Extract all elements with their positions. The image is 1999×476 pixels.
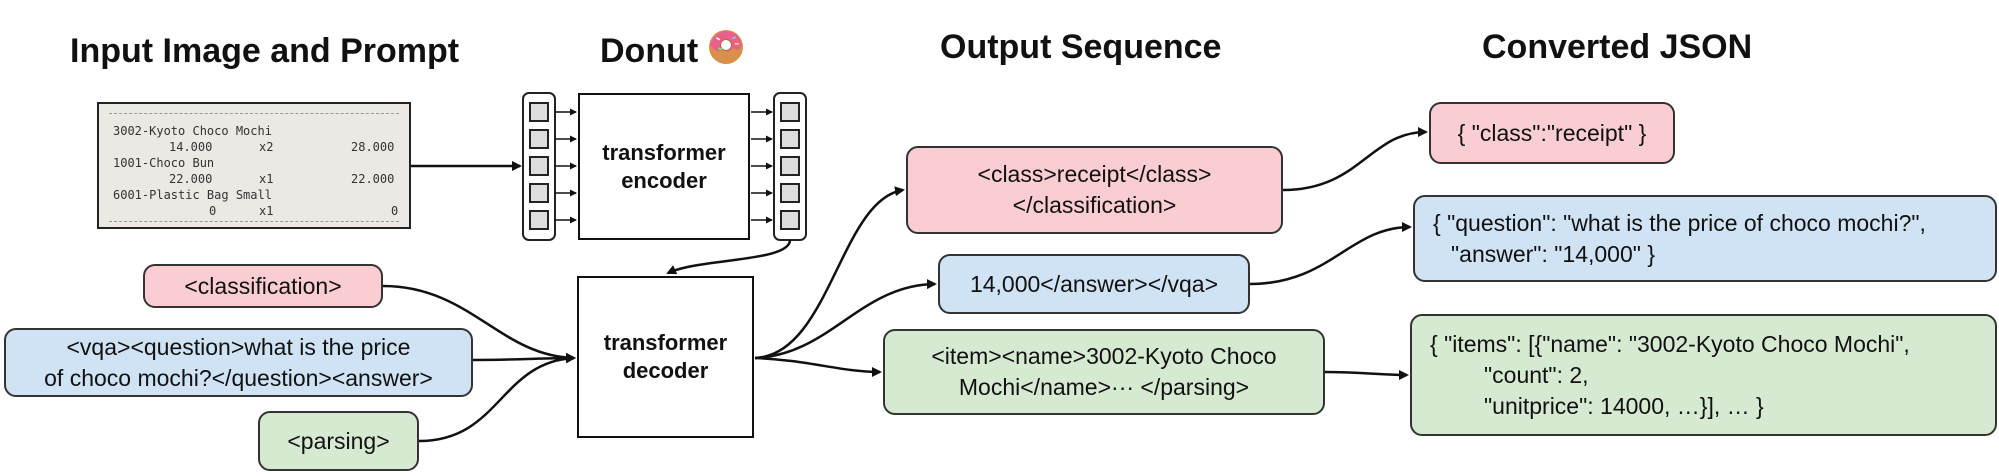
prompt-vqa-line1: <vqa><question>what is the price (66, 333, 411, 360)
decoder-label-line2: decoder (622, 358, 709, 383)
json-heading: Converted JSON (1482, 28, 1753, 66)
encoder-input-tokens (522, 92, 556, 241)
encoder-output-tokens (773, 92, 807, 241)
output-classification: <class>receipt</class> </classification> (906, 146, 1283, 234)
json-parse-line3: "unitprice": 14000, …}], … } (1484, 392, 1764, 419)
receipt-line: x1 (259, 204, 274, 218)
json-parse-line2: "count": 2, (1484, 361, 1589, 388)
receipt-line: 6001-Plastic Bag Small (113, 188, 272, 202)
input-heading: Input Image and Prompt (70, 32, 460, 70)
receipt-line: 14.000 (169, 140, 213, 154)
transformer-decoder: transformer decoder (577, 276, 754, 438)
output-parse-line1: <item><name>3002-Kyoto Choco (931, 343, 1277, 369)
receipt-line: x1 (259, 172, 274, 186)
prompt-parsing-text: <parsing> (287, 427, 390, 454)
prompt-classification-text: <classification> (184, 272, 342, 299)
json-vqa-line1: { "question": "what is the price of choc… (1433, 209, 1926, 236)
receipt-image: 3002-Kyoto Choco Mochi 14.000 x2 28.000 … (97, 102, 411, 229)
output-class-line1: <class>receipt</class> (977, 161, 1212, 187)
json-parse-line1: { "items": [{"name": "3002-Kyoto Choco M… (1430, 330, 1910, 357)
json-vqa: { "question": "what is the price of choc… (1413, 195, 1997, 282)
receipt-line: 0 (391, 204, 399, 218)
donut-heading: Donut (600, 26, 746, 71)
receipt-line: 22.000 (169, 172, 213, 186)
encoder-label-line2: encoder (621, 167, 707, 193)
output-class-line2: </classification> (1012, 192, 1177, 218)
json-vqa-line2: "answer": "14,000" } (1451, 240, 1656, 267)
json-class-text: { "class":"receipt" } (1457, 119, 1647, 146)
receipt-line: 22.000 (351, 172, 395, 186)
output-heading: Output Sequence (940, 28, 1222, 66)
output-parse-line2: Mochi</name>··· </parsing> (958, 374, 1250, 400)
prompt-vqa: <vqa><question>what is the price of choco… (4, 328, 473, 397)
json-parsing: { "items": [{"name": "3002-Kyoto Choco M… (1410, 314, 1997, 436)
donut-icon (709, 30, 744, 64)
receipt-line: 1001-Choco Bun (113, 156, 215, 170)
receipt-line: 28.000 (351, 140, 395, 154)
output-vqa: 14,000</answer></vqa> (938, 254, 1250, 314)
donut-title: Donut (600, 32, 699, 70)
json-classification: { "class":"receipt" } (1429, 102, 1675, 164)
output-vqa-text: 14,000</answer></vqa> (969, 270, 1219, 297)
prompt-classification: <classification> (143, 264, 383, 308)
prompt-vqa-line2: of choco mochi?</question><answer> (44, 364, 433, 391)
receipt-line: 0 (209, 204, 217, 218)
encoder-label-line1: transformer (602, 139, 726, 165)
decoder-label-line1: transformer (603, 330, 728, 355)
receipt-line: 3002-Kyoto Choco Mochi (113, 124, 272, 138)
prompt-parsing: <parsing> (258, 411, 419, 471)
receipt-line: x2 (259, 140, 274, 154)
